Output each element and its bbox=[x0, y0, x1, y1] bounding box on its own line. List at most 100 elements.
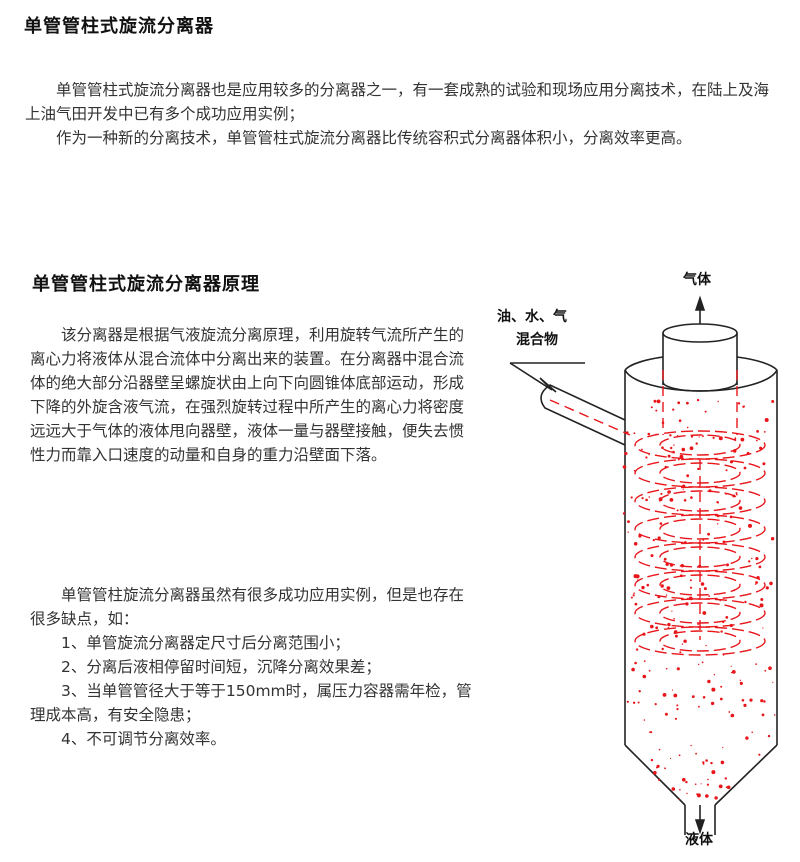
droplet bbox=[642, 632, 646, 636]
droplet bbox=[676, 667, 680, 671]
droplet bbox=[660, 584, 664, 588]
droplet bbox=[722, 653, 725, 656]
droplet bbox=[725, 493, 727, 495]
droplet bbox=[656, 764, 660, 768]
droplet bbox=[698, 564, 702, 568]
droplet bbox=[695, 752, 697, 755]
droplet bbox=[713, 674, 716, 676]
droplet bbox=[664, 767, 666, 770]
droplet bbox=[672, 689, 674, 691]
droplet bbox=[707, 679, 711, 684]
droplet bbox=[641, 497, 644, 500]
droplet bbox=[678, 754, 681, 757]
droplet bbox=[674, 717, 677, 720]
droplet bbox=[641, 448, 643, 451]
droplet bbox=[667, 622, 671, 627]
drawbacks-text: 单管管柱旋流分离器虽然有很多成功应用实例，但是也存在很多缺点，如： 1、单管旋流… bbox=[30, 583, 472, 751]
droplet bbox=[758, 565, 762, 569]
droplet bbox=[760, 699, 764, 703]
droplet bbox=[648, 669, 651, 672]
droplet bbox=[730, 713, 735, 718]
droplet bbox=[659, 522, 663, 525]
droplet bbox=[759, 446, 763, 450]
droplet bbox=[716, 514, 720, 518]
droplet bbox=[707, 778, 709, 781]
droplet bbox=[650, 406, 653, 409]
droplet bbox=[682, 484, 686, 488]
droplet bbox=[711, 687, 716, 692]
droplet bbox=[707, 532, 710, 536]
droplet bbox=[632, 594, 635, 597]
droplet bbox=[739, 681, 743, 685]
droplet bbox=[733, 589, 736, 592]
vessel-outline bbox=[509, 295, 778, 835]
droplet bbox=[703, 587, 707, 591]
droplet bbox=[674, 634, 678, 638]
droplet bbox=[696, 398, 700, 402]
droplet bbox=[643, 719, 646, 721]
droplet bbox=[710, 701, 715, 706]
droplet bbox=[701, 661, 704, 664]
droplet bbox=[638, 534, 642, 538]
droplet bbox=[657, 595, 661, 599]
droplet bbox=[738, 506, 743, 510]
droplet bbox=[725, 469, 728, 472]
droplet bbox=[668, 490, 671, 493]
droplet bbox=[751, 731, 753, 734]
spiral-ring bbox=[659, 574, 741, 596]
droplet bbox=[670, 757, 672, 760]
droplet bbox=[705, 759, 708, 762]
droplet bbox=[720, 630, 723, 633]
droplet bbox=[633, 542, 638, 546]
droplet bbox=[767, 734, 771, 738]
droplet bbox=[737, 402, 741, 405]
droplet bbox=[762, 462, 766, 466]
droplet bbox=[648, 731, 651, 733]
droplet bbox=[772, 681, 774, 683]
droplet bbox=[726, 563, 729, 567]
droplet bbox=[663, 557, 667, 561]
droplet bbox=[653, 770, 657, 775]
droplet bbox=[683, 639, 687, 643]
droplet bbox=[647, 432, 651, 436]
droplet bbox=[655, 433, 657, 436]
droplet bbox=[676, 708, 679, 711]
droplet bbox=[755, 557, 759, 561]
droplet bbox=[728, 711, 731, 713]
droplet bbox=[661, 647, 664, 651]
droplet bbox=[708, 595, 710, 597]
droplet bbox=[689, 586, 693, 589]
droplet bbox=[710, 761, 713, 765]
droplet bbox=[645, 498, 648, 502]
droplet bbox=[725, 786, 728, 789]
droplet bbox=[641, 585, 645, 590]
droplet bbox=[625, 431, 629, 435]
droplet bbox=[702, 539, 705, 541]
droplet bbox=[707, 795, 709, 797]
spiral-ring bbox=[659, 462, 741, 484]
droplet bbox=[657, 536, 661, 540]
droplet bbox=[754, 583, 757, 585]
droplet bbox=[741, 699, 745, 702]
spiral-ring bbox=[659, 434, 741, 456]
droplet bbox=[646, 583, 650, 587]
swirl-flow-lines bbox=[549, 370, 738, 640]
droplet bbox=[764, 669, 767, 672]
droplet bbox=[685, 780, 688, 784]
droplet bbox=[725, 616, 729, 619]
droplet bbox=[686, 401, 689, 405]
droplet bbox=[702, 763, 705, 765]
droplet bbox=[633, 592, 635, 594]
droplet bbox=[676, 435, 679, 437]
droplet bbox=[656, 399, 661, 404]
droplet bbox=[679, 651, 682, 654]
droplet bbox=[666, 586, 671, 590]
droplet bbox=[626, 700, 629, 703]
drawback-item: 1、单管旋流分离器定尺寸后分离范围小； bbox=[61, 634, 350, 652]
droplet bbox=[724, 777, 727, 780]
droplet bbox=[770, 537, 775, 541]
droplet bbox=[676, 509, 679, 512]
label-inlet-line2: 混合物 bbox=[516, 331, 558, 348]
droplet bbox=[712, 436, 715, 439]
droplet bbox=[694, 783, 697, 785]
